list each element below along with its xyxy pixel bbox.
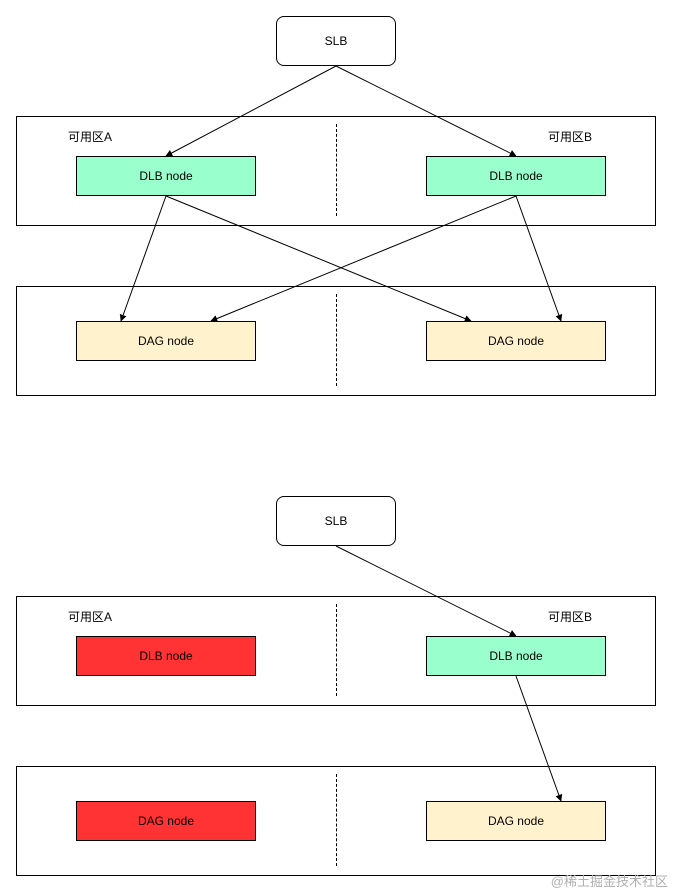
arrow-dlb-b-to-dag-b (515, 675, 563, 802)
arrow-dlb-a-to-dag-b (165, 195, 472, 322)
dag-node-zone-a: DAG node (76, 321, 256, 361)
dlb-node-label: DLB node (139, 169, 193, 183)
slb-label: SLB (324, 514, 348, 528)
dag-node-zone-b: DAG node (426, 801, 606, 841)
dag-node-label: DAG node (137, 334, 195, 348)
dag-node-zone-b: DAG node (426, 321, 606, 361)
arrow-slb-to-dlb-b (335, 65, 517, 157)
dlb-node-label: DLB node (139, 649, 193, 663)
dlb-node-zone-b: DLB node (426, 636, 606, 676)
slb-node-2: SLB (276, 496, 396, 546)
dlb-node-zone-a-failed: DLB node (76, 636, 256, 676)
zone-b-label: 可用区B (548, 130, 593, 144)
dag-node-label: DAG node (487, 334, 545, 348)
slb-label: SLB (324, 34, 348, 48)
slb-node-1: SLB (276, 16, 396, 66)
watermark: @稀土掘金技术社区 (550, 874, 668, 889)
arrow-slb-to-dlb-b (335, 545, 517, 637)
zone-a-label: 可用区A (68, 130, 113, 144)
dag-node-label: DAG node (487, 814, 545, 828)
zone-divider (336, 294, 337, 386)
zone-divider (336, 124, 337, 216)
arrow-dlb-a-to-dag-a (119, 195, 167, 322)
dag-node-zone-a-failed: DAG node (76, 801, 256, 841)
arrow-dlb-b-to-dag-b (515, 195, 563, 322)
arrow-slb-to-dlb-a (165, 65, 337, 157)
availability-zone-row-dlb-2 (16, 596, 656, 706)
zone-b-label: 可用区B (548, 610, 593, 624)
dlb-node-label: DLB node (489, 649, 543, 663)
dlb-node-zone-b: DLB node (426, 156, 606, 196)
availability-zone-row-dlb-1 (16, 116, 656, 226)
zone-divider (336, 604, 337, 696)
availability-zone-row-dag-2 (16, 766, 656, 876)
dlb-node-label: DLB node (489, 169, 543, 183)
arrow-dlb-b-to-dag-a (210, 195, 517, 322)
availability-zone-row-dag-1 (16, 286, 656, 396)
zone-a-label: 可用区A (68, 610, 113, 624)
dlb-node-zone-a: DLB node (76, 156, 256, 196)
dag-node-label: DAG node (137, 814, 195, 828)
zone-divider (336, 774, 337, 866)
